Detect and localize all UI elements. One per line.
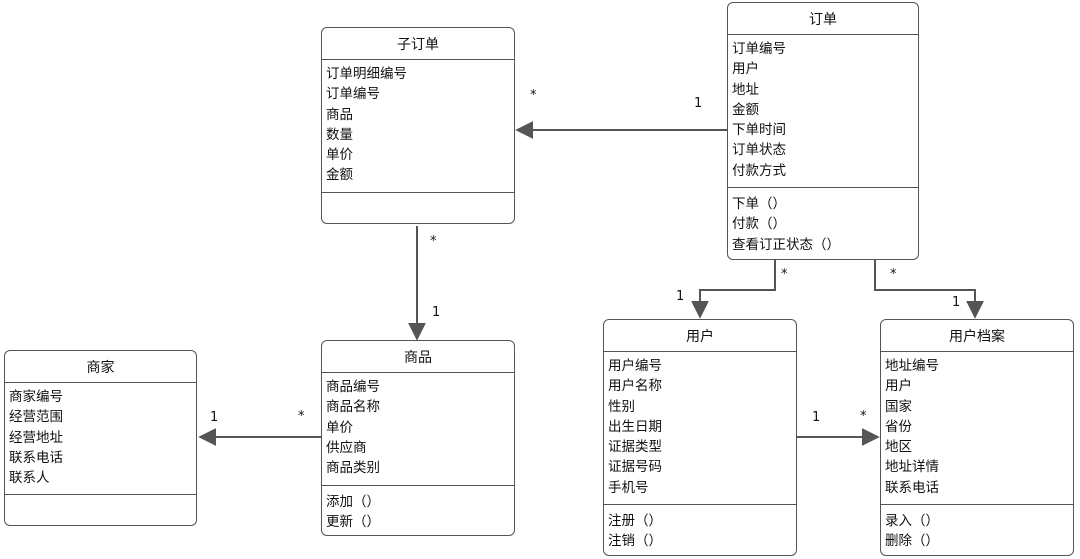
attribute: 订单编号 bbox=[326, 86, 380, 103]
operation-list: 录入（） 删除（） bbox=[881, 504, 1073, 555]
operation: 添加（） bbox=[326, 494, 380, 510]
multiplicity-suborder-product-source: * bbox=[430, 234, 437, 249]
multiplicity-product-merchant-target: 1 bbox=[210, 410, 219, 425]
attribute: 用户 bbox=[885, 378, 912, 395]
multiplicity-order-user-target: 1 bbox=[676, 289, 685, 304]
operation-list bbox=[322, 192, 514, 223]
attribute: 经营地址 bbox=[9, 429, 63, 446]
attribute: 下单时间 bbox=[732, 122, 786, 139]
operation: 注销（） bbox=[608, 533, 662, 550]
attribute: 用户编号 bbox=[608, 358, 662, 374]
attribute: 订单状态 bbox=[732, 142, 786, 159]
multiplicity-product-merchant-source: * bbox=[298, 409, 305, 424]
attribute: 用户 bbox=[732, 61, 759, 78]
attribute: 商家编号 bbox=[9, 389, 63, 405]
attribute: 订单明细编号 bbox=[326, 66, 407, 82]
operation-list: 添加（） 更新（） bbox=[322, 485, 514, 535]
attribute: 地址编号 bbox=[885, 358, 939, 374]
attribute: 商品名称 bbox=[326, 399, 380, 416]
attribute: 联系电话 bbox=[885, 479, 939, 496]
multiplicity-user-profile-target: * bbox=[860, 409, 867, 424]
operation: 删除（） bbox=[885, 533, 939, 550]
multiplicity-order-profile-target: 1 bbox=[952, 295, 961, 310]
attribute: 金额 bbox=[326, 167, 353, 184]
class-title: 子订单 bbox=[322, 28, 514, 60]
class-title: 商品 bbox=[322, 341, 514, 373]
class-title: 订单 bbox=[728, 3, 918, 35]
class-order[interactable]: 订单 订单编号 用户 地址 金额 下单时间 订单状态 付款方式 下单（） 付款（… bbox=[727, 2, 919, 260]
attribute-list: 商家编号 经营范围 经营地址 联系电话 联系人 bbox=[5, 383, 196, 494]
attribute: 供应商 bbox=[326, 439, 367, 456]
attribute: 地址详情 bbox=[885, 459, 939, 476]
attribute: 商品编号 bbox=[326, 379, 380, 395]
class-suborder[interactable]: 子订单 订单明细编号 订单编号 商品 数量 单价 金额 bbox=[321, 27, 515, 224]
attribute: 单价 bbox=[326, 147, 353, 164]
multiplicity-order-suborder-target: * bbox=[530, 88, 537, 103]
attribute: 商品 bbox=[326, 106, 353, 123]
attribute-list: 订单编号 用户 地址 金额 下单时间 订单状态 付款方式 bbox=[728, 35, 918, 187]
attribute: 数量 bbox=[326, 126, 353, 143]
operation-list bbox=[5, 494, 196, 525]
attribute-list: 商品编号 商品名称 单价 供应商 商品类别 bbox=[322, 373, 514, 485]
attribute: 省份 bbox=[885, 418, 912, 435]
attribute: 证据号码 bbox=[608, 459, 662, 476]
class-merchant[interactable]: 商家 商家编号 经营范围 经营地址 联系电话 联系人 bbox=[4, 350, 197, 526]
attribute: 联系电话 bbox=[9, 449, 63, 466]
operation: 更新（） bbox=[326, 514, 380, 531]
operation: 付款（） bbox=[732, 216, 786, 233]
multiplicity-order-suborder-source: 1 bbox=[694, 96, 703, 111]
attribute: 付款方式 bbox=[732, 162, 786, 179]
operation: 注册（） bbox=[608, 513, 662, 529]
attribute-list: 订单明细编号 订单编号 商品 数量 单价 金额 bbox=[322, 60, 514, 192]
attribute: 联系人 bbox=[9, 470, 50, 487]
multiplicity-user-profile-source: 1 bbox=[812, 410, 821, 425]
class-user-profile[interactable]: 用户档案 地址编号 用户 国家 省份 地区 地址详情 联系电话 录入（） 删除（… bbox=[880, 319, 1074, 556]
multiplicity-suborder-product-target: 1 bbox=[432, 305, 441, 320]
attribute: 用户名称 bbox=[608, 378, 662, 395]
class-title: 商家 bbox=[5, 351, 196, 383]
class-title: 用户档案 bbox=[881, 320, 1073, 352]
line-order-to-user bbox=[691, 260, 776, 319]
attribute: 订单编号 bbox=[732, 41, 786, 57]
attribute: 商品类别 bbox=[326, 460, 380, 477]
attribute: 手机号 bbox=[608, 479, 649, 496]
class-title: 用户 bbox=[604, 320, 796, 352]
attribute: 出生日期 bbox=[608, 418, 662, 435]
attribute-list: 用户编号 用户名称 性别 出生日期 证据类型 证据号码 手机号 bbox=[604, 352, 796, 504]
operation: 录入（） bbox=[885, 513, 939, 529]
operation: 下单（） bbox=[732, 196, 786, 212]
attribute: 金额 bbox=[732, 101, 759, 118]
attribute: 证据类型 bbox=[608, 439, 662, 456]
multiplicity-order-user-source: * bbox=[781, 267, 788, 282]
class-product[interactable]: 商品 商品编号 商品名称 单价 供应商 商品类别 添加（） 更新（） bbox=[321, 340, 515, 536]
line-order-to-profile bbox=[874, 260, 984, 319]
attribute: 地区 bbox=[885, 439, 912, 456]
attribute: 经营范围 bbox=[9, 409, 63, 426]
attribute: 性别 bbox=[608, 398, 635, 415]
operation-list: 下单（） 付款（） 查看订正状态（） bbox=[728, 187, 918, 259]
operation-list: 注册（） 注销（） bbox=[604, 504, 796, 555]
multiplicity-order-profile-source: * bbox=[890, 267, 897, 282]
attribute: 地址 bbox=[732, 81, 759, 98]
attribute-list: 地址编号 用户 国家 省份 地区 地址详情 联系电话 bbox=[881, 352, 1073, 504]
attribute: 国家 bbox=[885, 398, 912, 415]
attribute: 单价 bbox=[326, 419, 353, 436]
operation: 查看订正状态（） bbox=[732, 236, 840, 253]
class-user[interactable]: 用户 用户编号 用户名称 性别 出生日期 证据类型 证据号码 手机号 注册（） … bbox=[603, 319, 797, 556]
